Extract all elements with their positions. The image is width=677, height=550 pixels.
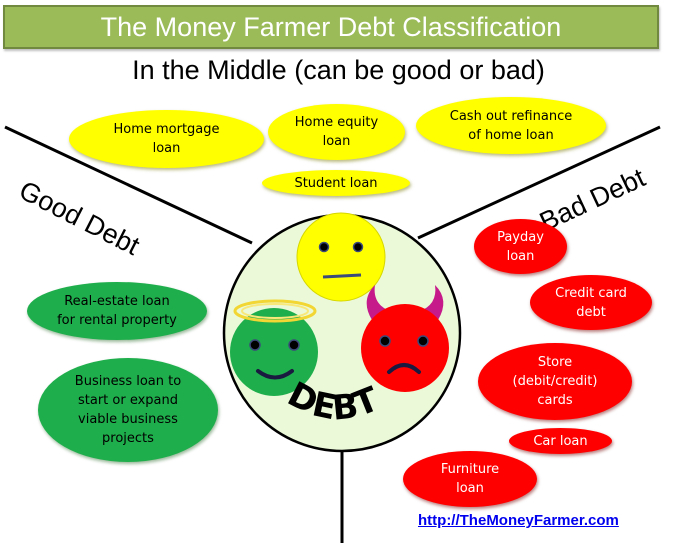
middle-item-home-equity: Home equity loan <box>268 104 405 160</box>
devil-frown-icon <box>361 285 449 392</box>
angel-smiley-icon <box>230 299 318 396</box>
bad-divider-line <box>417 125 661 240</box>
title-banner: The Money Farmer Debt Classification <box>3 5 659 49</box>
good-item-business-loan: Business loan to start or expand viable … <box>38 358 218 462</box>
website-link[interactable]: http://TheMoneyFarmer.com <box>418 512 619 529</box>
bad-item-car-loan: Car loan <box>509 428 612 454</box>
bad-item-payday-loan: Payday loan <box>474 219 567 274</box>
middle-item-student-loan: Student loan <box>262 170 410 196</box>
middle-item-cash-out-refinance: Cash out refinance of home loan <box>416 97 606 154</box>
good-item-real-estate: Real-estate loan for rental property <box>27 282 207 340</box>
middle-item-home-mortgage: Home mortgage loan <box>69 110 264 168</box>
bad-item-furniture-loan: Furniture loan <box>403 451 537 507</box>
good-divider-line <box>4 125 253 245</box>
middle-category-heading: In the Middle (can be good or bad) <box>132 55 545 85</box>
bad-item-credit-card: Credit card debt <box>530 275 652 330</box>
bad-item-store-cards: Store (debit/credit) cards <box>478 343 632 420</box>
neutral-face-icon <box>296 212 386 302</box>
